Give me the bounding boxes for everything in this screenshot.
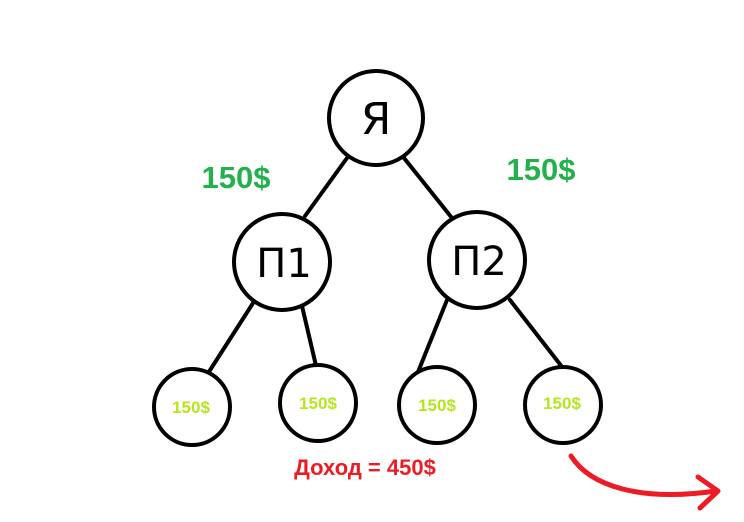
leaf-node-3: 150$ xyxy=(397,365,477,445)
edge-p2-leaf3 xyxy=(416,298,449,374)
partner-node-p2-label: П2 xyxy=(451,239,507,285)
leaf-node-1-label: 150$ xyxy=(172,398,210,417)
leaf-node-4-circle xyxy=(523,365,603,445)
root-node-label: Я xyxy=(361,94,392,145)
edge-label-left: 150$ xyxy=(202,160,271,195)
leaf-node-2: 150$ xyxy=(278,363,358,443)
leaf-node-1-circle xyxy=(152,367,232,447)
partner-node-p2-circle xyxy=(427,210,527,310)
edge-label-right: 150$ xyxy=(507,152,576,187)
partner-node-p1-label: П1 xyxy=(256,241,312,287)
root-node-circle xyxy=(327,69,425,167)
partner-node-p2: П2 xyxy=(427,210,527,310)
edge-p1-leaf2 xyxy=(300,304,319,372)
leaf-node-1: 150$ xyxy=(152,367,232,447)
leaf-node-2-circle xyxy=(278,363,358,443)
edge-p2-leaf4 xyxy=(508,298,568,374)
tree-edges xyxy=(203,156,568,380)
leaf-node-4: 150$ xyxy=(523,365,603,445)
curved-arrow-right-icon xyxy=(568,453,721,511)
leaf-node-3-label: 150$ xyxy=(418,396,456,415)
edge-p1-leaf1 xyxy=(203,298,257,380)
income-label: Доход = 450$ xyxy=(294,455,436,480)
partner-node-p1: П1 xyxy=(232,212,332,312)
edge-root-p2 xyxy=(402,156,454,220)
leaf-node-2-label: 150$ xyxy=(299,394,337,413)
leaf-node-4-label: 150$ xyxy=(543,394,581,413)
edge-root-p1 xyxy=(303,156,349,218)
curved-arrow-shaft xyxy=(568,453,719,497)
partner-node-p1-circle xyxy=(232,212,332,312)
root-node: Я xyxy=(327,69,425,167)
curved-arrow-head xyxy=(695,474,721,511)
leaf-node-3-circle xyxy=(397,365,477,445)
